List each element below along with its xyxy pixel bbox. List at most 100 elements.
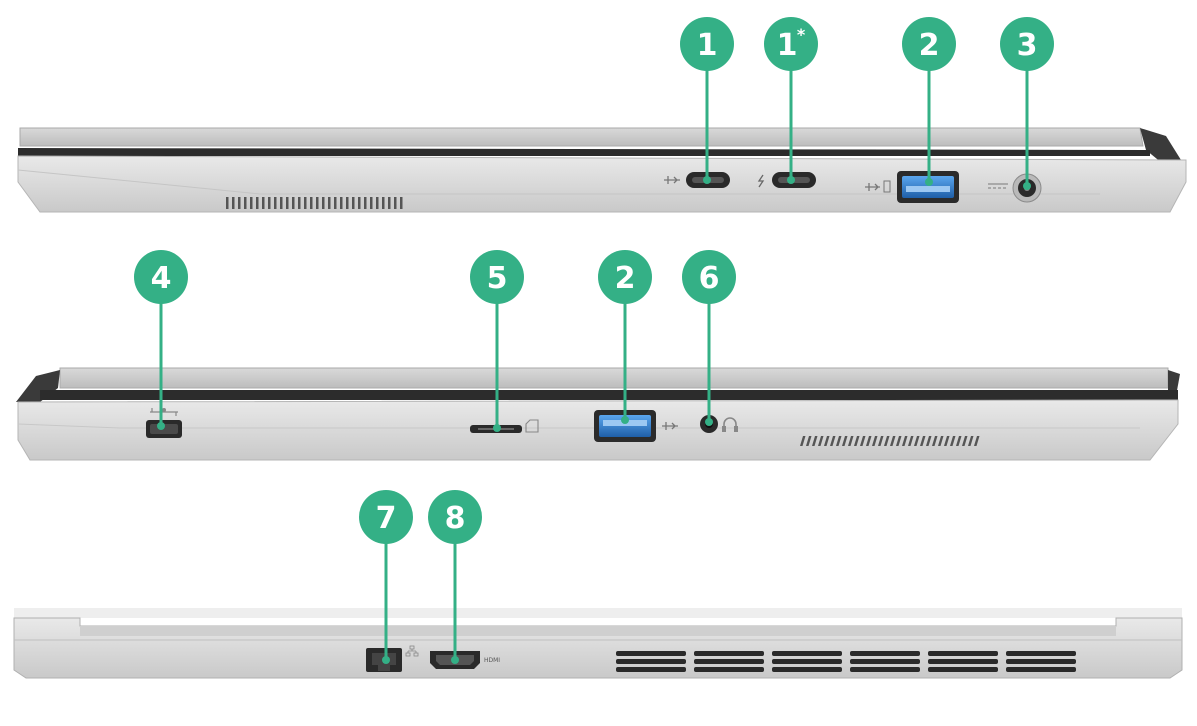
grill-slot (806, 436, 812, 446)
rear-vents (616, 651, 1076, 672)
grill-slot (860, 436, 866, 446)
grill-slot (914, 436, 920, 446)
grill-slot (878, 436, 884, 446)
badge-7-label: 7 (376, 501, 397, 536)
grill-slot (382, 197, 385, 209)
grill-slot (956, 436, 962, 446)
right-side-view (17, 127, 1187, 213)
left-side-view (16, 367, 1180, 461)
vent-slot (694, 667, 764, 672)
grill-slot (908, 436, 914, 446)
grill-slot (932, 436, 938, 446)
headphone-icon (722, 417, 738, 432)
vent-slot (772, 659, 842, 664)
grill-slot (376, 197, 379, 209)
grill-slot (394, 197, 397, 209)
vent-slot (1006, 659, 1076, 664)
grill-slot (896, 436, 902, 446)
badge-2-left-label: 2 (615, 261, 636, 296)
badge-1-star: 1 * (764, 17, 818, 71)
grill-slot (238, 197, 241, 209)
vent-slot (928, 651, 998, 656)
vent-slot (616, 659, 686, 664)
grill-slot (962, 436, 968, 446)
grill-slot (232, 197, 235, 209)
grill-slot (974, 436, 980, 446)
base-body (17, 155, 1187, 213)
grill-slot (244, 197, 247, 209)
vent-slot (616, 667, 686, 672)
badge-4-label: 4 (151, 261, 172, 296)
badge-7: 7 (359, 490, 413, 544)
badge-2-left: 2 (598, 250, 652, 304)
grill-slot (830, 436, 836, 446)
seam (18, 148, 1150, 156)
badge-6-label: 6 (699, 261, 720, 296)
grill-slot (358, 197, 361, 209)
vent-slot (694, 651, 764, 656)
badge-1: 1 (680, 17, 734, 71)
grill-slot (824, 436, 830, 446)
rear-view: HDMI (13, 608, 1183, 679)
grill-slot (902, 436, 908, 446)
grill-slot (346, 197, 349, 209)
badge-2-right-label: 2 (919, 28, 940, 63)
grill-slot (310, 197, 313, 209)
network-icon (405, 645, 419, 657)
vent-slot (850, 651, 920, 656)
grill-slot (818, 436, 824, 446)
lock-icon (150, 408, 178, 416)
grill-slot (340, 197, 343, 209)
badge-2-right: 2 (902, 17, 956, 71)
grill-slot (848, 436, 854, 446)
grill-slot (328, 197, 331, 209)
vent-slot (772, 651, 842, 656)
seam (40, 390, 1178, 400)
grill-slot (304, 197, 307, 209)
grill-slot (800, 436, 806, 446)
usb-icon (865, 180, 891, 193)
badge-1-label: 1 (697, 28, 718, 63)
thunderbolt-icon (757, 174, 765, 188)
grill-slot (256, 197, 259, 209)
badge-3-label: 3 (1017, 28, 1038, 63)
grill-slot (262, 197, 265, 209)
grill-slot (938, 436, 944, 446)
grill-slot (854, 436, 860, 446)
vent-slot (850, 659, 920, 664)
grill-slot (226, 197, 229, 209)
grill-slot (926, 436, 932, 446)
sd-card-icon (525, 419, 539, 433)
grill-slot (920, 436, 926, 446)
vent-slot (928, 667, 998, 672)
speaker-grill (226, 197, 403, 209)
hinge (1140, 128, 1186, 168)
badge-8-label: 8 (445, 501, 466, 536)
grill-slot (944, 436, 950, 446)
grill-slot (950, 436, 956, 446)
grill-slot (316, 197, 319, 209)
grill-slot (292, 197, 295, 209)
grill-slot (370, 197, 373, 209)
grill-slot (298, 197, 301, 209)
usb-a-port (897, 171, 959, 203)
grill-slot (866, 436, 872, 446)
grill-slot (322, 197, 325, 209)
badge-6: 6 (682, 250, 736, 304)
callouts: 1 1 * 2 3 4 5 2 6 (134, 17, 1054, 664)
vent-slot (928, 659, 998, 664)
grill-slot (872, 436, 878, 446)
kensington-lock-slot (146, 420, 182, 438)
vent-slot (1006, 651, 1076, 656)
grill-slot (884, 436, 890, 446)
vent-slot (850, 667, 920, 672)
badge-5: 5 (470, 250, 524, 304)
grill-slot (250, 197, 253, 209)
badge-3: 3 (1000, 17, 1054, 71)
grill-slot (890, 436, 896, 446)
badge-4: 4 (134, 250, 188, 304)
grill-slot (812, 436, 818, 446)
vent-slot (772, 667, 842, 672)
grill-slot (352, 197, 355, 209)
